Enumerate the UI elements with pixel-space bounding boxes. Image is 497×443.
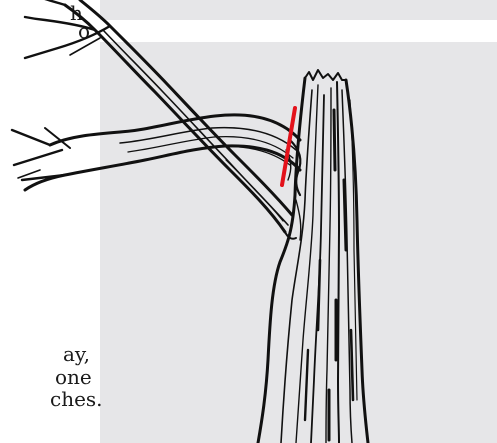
side-branch [12, 115, 300, 195]
diagonal-limb [25, 0, 296, 239]
tree-trunk [258, 70, 368, 443]
pruning-cut-line [282, 108, 295, 185]
